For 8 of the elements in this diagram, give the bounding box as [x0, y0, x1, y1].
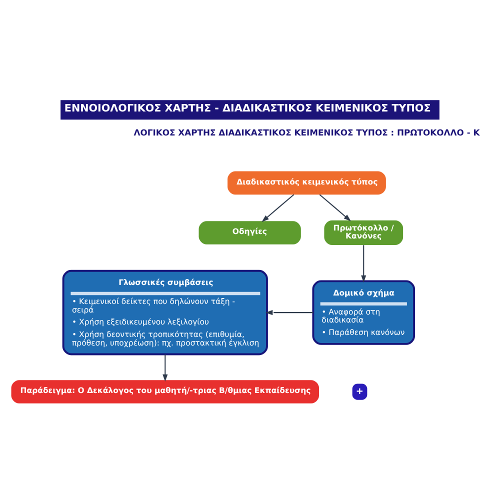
arrow	[265, 310, 314, 315]
arrow	[262, 194, 294, 222]
arrow	[361, 244, 366, 282]
label: +	[356, 386, 364, 396]
label: ΛΟΓΙΚΟΣ ΧΑΡΤΗΣ ΔΙΑΔΙΚΑΣΤΙΚΟΣ ΚΕΙΜΕΝΙΚΟΣ ΤΥΠΟΣ : ΠΡΩΤΟΚΟΛΛΟ - Κ	[134, 126, 480, 137]
arrow	[319, 194, 351, 221]
diagram-title: ΕΝΝΟΙΟΛΟΓΙΚΟΣ ΧΑΡΤΗΣ - ΔΙΑΔΙΚΑΣΤΙΚΟΣ ΚΕΙΜΕΝΙΚΟΣ ΤΥΠΟΣ	[64, 102, 431, 114]
arrow	[162, 354, 168, 382]
